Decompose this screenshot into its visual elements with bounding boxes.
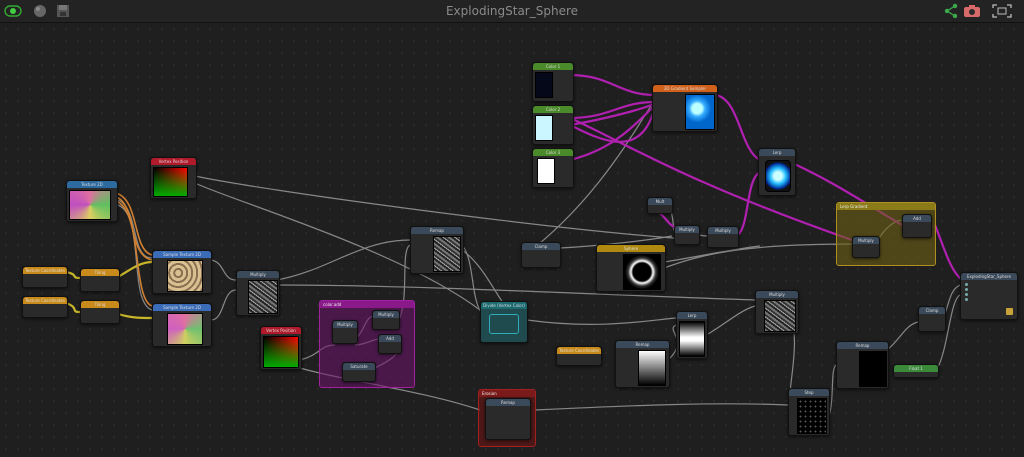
node-sample-texture-2[interactable]: Sample Texture 2D [152,303,212,347]
node-texture-coordinates-2[interactable]: Texture Coordinates [22,266,68,288]
node-radial-gradient[interactable]: Divide (Vertex Color) [480,301,528,343]
node-add-1[interactable]: Add [378,334,402,354]
node-tiling-1[interactable]: Tiling [80,268,120,292]
node-texture-coordinates[interactable]: Texture 2D [66,180,118,222]
node-multiply-4[interactable]: Multiply [674,225,700,245]
node-multiply-3[interactable]: Multiply [372,310,400,330]
top-bar: ExplodingStar_Sphere [0,0,1024,23]
node-step[interactable]: Step [788,388,830,436]
node-multiply-2[interactable]: Multiply [332,320,358,344]
node-erosion-remap[interactable]: Remap [485,398,531,440]
node-color-2[interactable]: Color 2 [532,105,574,145]
fit-view-icon[interactable] [991,3,1012,19]
share-icon[interactable] [943,3,959,19]
node-texture-coordinates-4[interactable]: Texture Coordinates [556,346,602,366]
node-multiply-5[interactable]: Multiply [707,226,739,248]
window-title: ExplodingStar_Sphere [445,4,579,18]
node-gradient-color[interactable]: 3D Gradient Sampler [652,84,718,132]
node-vertex-position-1[interactable]: Vertex Position [150,157,197,199]
node-color-1[interactable]: Color 1 [532,62,574,102]
node-multiply-1[interactable]: Multiply [236,270,280,316]
toggle-icon[interactable] [4,3,22,19]
node-saturate[interactable]: Saturate [342,362,376,382]
node-master-output[interactable]: ExplodingStar_Sphere [960,272,1018,320]
node-clamp-1[interactable]: Clamp [521,242,561,268]
node-texture-coordinates-3[interactable]: Texture Coordinates [22,296,68,318]
node-add-2[interactable]: Add [902,214,932,238]
node-multiply-6[interactable]: Multiply [755,290,799,334]
node-remap-3[interactable]: Remap [836,341,889,389]
node-sphere-mask[interactable]: Sphere [596,244,666,292]
node-float-1[interactable]: Mult [647,197,673,214]
node-tiling-2[interactable]: Tiling [80,300,120,324]
node-lerp-1[interactable]: Lerp [676,311,708,359]
node-vertex-position-2[interactable]: Vertex Position [260,326,302,370]
sphere-icon[interactable] [32,3,48,19]
node-color-3[interactable]: Color 3 [532,148,574,188]
node-multiply-7[interactable]: Multiply [852,236,880,258]
node-fresnel[interactable]: Lerp [758,148,796,196]
node-remap-2[interactable]: Remap [615,340,670,388]
node-remap-1[interactable]: Remap [410,226,464,274]
node-clamp-2[interactable]: Clamp [918,306,946,332]
save-icon[interactable] [55,3,71,19]
node-sample-texture-1[interactable]: Sample Texture 2D [152,250,212,294]
camera-icon[interactable] [963,3,980,19]
node-float-2[interactable]: Float 1 [893,364,939,378]
